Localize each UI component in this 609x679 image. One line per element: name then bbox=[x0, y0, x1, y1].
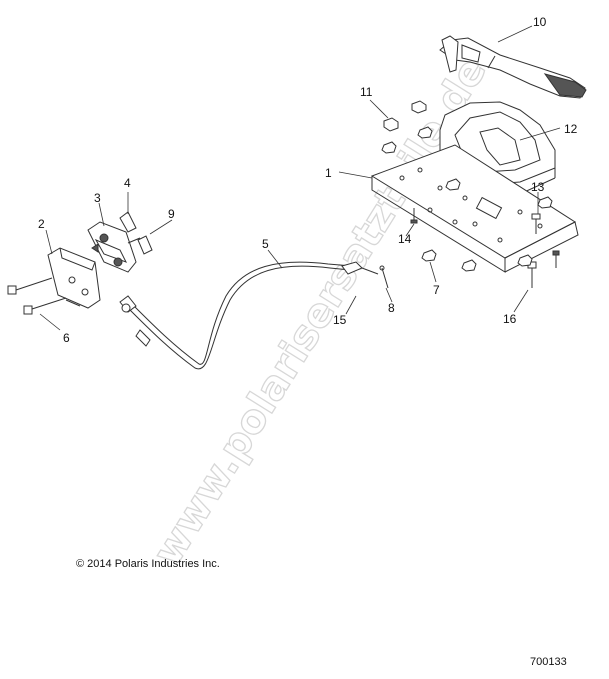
clevis-pin bbox=[379, 265, 389, 289]
callout-15: 15 bbox=[333, 313, 347, 327]
diagram-id: 700133 bbox=[530, 656, 567, 668]
pins bbox=[119, 211, 153, 255]
callout-1: 1 bbox=[325, 166, 332, 180]
copyright-text: © 2014 Polaris Industries Inc. bbox=[76, 558, 220, 570]
nuts-top bbox=[381, 100, 553, 209]
callout-6: 6 bbox=[63, 331, 70, 345]
bracket bbox=[47, 247, 101, 309]
callout-11: 11 bbox=[360, 85, 373, 99]
brake-cable bbox=[119, 261, 379, 370]
mounting-plate bbox=[370, 144, 579, 273]
callout-2: 2 bbox=[38, 217, 45, 231]
callout-16: 16 bbox=[503, 312, 517, 326]
callout-9: 9 bbox=[168, 207, 175, 221]
small-pin bbox=[127, 237, 141, 244]
callout-14: 14 bbox=[398, 232, 412, 246]
bolts bbox=[410, 208, 560, 288]
callout-5: 5 bbox=[262, 237, 269, 251]
long-bolts bbox=[7, 277, 67, 315]
leader-lines bbox=[39, 25, 561, 331]
callouts: 1 2 3 4 5 6 7 8 9 10 11 12 13 14 15 16 bbox=[38, 15, 578, 345]
caliper bbox=[87, 221, 137, 273]
callout-7: 7 bbox=[433, 283, 440, 297]
callout-12: 12 bbox=[564, 122, 578, 136]
callout-3: 3 bbox=[94, 191, 101, 205]
callout-4: 4 bbox=[124, 176, 131, 190]
nuts-bottom bbox=[421, 249, 533, 272]
callout-8: 8 bbox=[388, 301, 395, 315]
callout-10: 10 bbox=[533, 15, 547, 29]
brake-lever bbox=[439, 35, 587, 99]
callout-13: 13 bbox=[531, 180, 545, 194]
